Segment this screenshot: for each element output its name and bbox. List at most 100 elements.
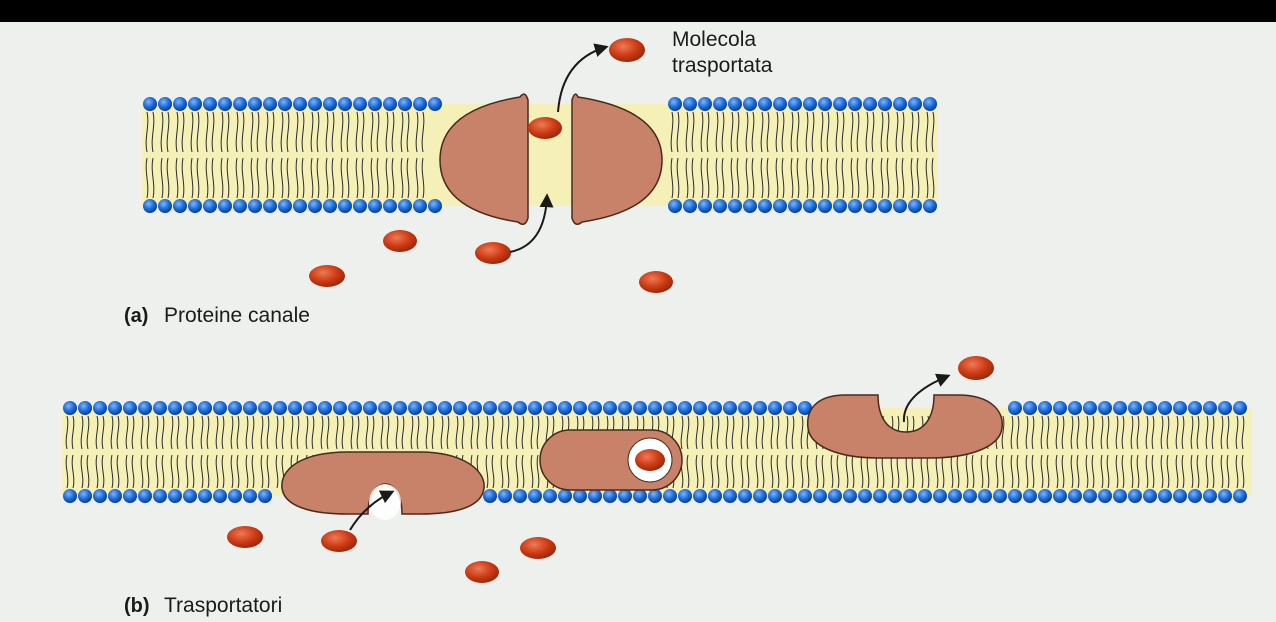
lipid-head	[168, 489, 182, 503]
lipid-head	[743, 199, 757, 213]
lipid-head	[528, 401, 542, 415]
lipid-head	[923, 97, 937, 111]
lipid-head	[993, 489, 1007, 503]
panel-b-tag: (b)	[124, 595, 150, 617]
molecule-cytoplasm-1	[383, 230, 417, 252]
lipid-head	[728, 199, 742, 213]
lipid-head	[353, 199, 367, 213]
lipid-head	[893, 199, 907, 213]
lipid-head	[213, 401, 227, 415]
panel-b-caption: Trasportatori	[164, 594, 282, 617]
lipid-head	[978, 489, 992, 503]
lipid-head	[1038, 489, 1052, 503]
lipid-head	[1083, 489, 1097, 503]
lipid-head	[1098, 489, 1112, 503]
lipid-head	[348, 401, 362, 415]
lipid-head	[428, 97, 442, 111]
lipid-head	[183, 401, 197, 415]
lipid-head	[428, 199, 442, 213]
lipid-head	[698, 97, 712, 111]
lipid-head	[198, 489, 212, 503]
lipid-head	[233, 199, 247, 213]
lipid-head	[258, 489, 272, 503]
lipid-head	[1158, 489, 1172, 503]
lipid-head	[663, 489, 677, 503]
lipid-head	[513, 489, 527, 503]
lipid-head	[143, 199, 157, 213]
lipid-head	[743, 97, 757, 111]
lipid-head	[278, 199, 292, 213]
lipid-head	[183, 489, 197, 503]
lipid-head	[908, 199, 922, 213]
lipid-head	[848, 97, 862, 111]
lipid-head	[173, 97, 187, 111]
lipid-head	[668, 97, 682, 111]
lipid-head	[158, 97, 172, 111]
lipid-head	[908, 97, 922, 111]
lipid-head	[1233, 489, 1247, 503]
molecule-exiting	[609, 38, 645, 62]
lipid-head	[293, 97, 307, 111]
lipid-head	[1203, 489, 1217, 503]
lipid-head	[923, 199, 937, 213]
lipid-head	[818, 199, 832, 213]
lipid-head	[768, 401, 782, 415]
lipid-head	[818, 97, 832, 111]
lipid-head	[453, 401, 467, 415]
lipid-head	[498, 489, 512, 503]
lipid-head	[573, 489, 587, 503]
lipid-head	[153, 401, 167, 415]
lipid-head	[1038, 401, 1052, 415]
lipid-head	[723, 401, 737, 415]
lipid-head	[1203, 401, 1217, 415]
lipid-head	[263, 199, 277, 213]
lipid-head	[1158, 401, 1172, 415]
lipid-head	[173, 199, 187, 213]
lipid-head	[713, 97, 727, 111]
lipid-head	[903, 489, 917, 503]
lipid-head	[398, 199, 412, 213]
molecule-occluded	[635, 449, 665, 471]
lipid-head	[308, 97, 322, 111]
lipid-head	[828, 489, 842, 503]
lipid-head	[438, 401, 452, 415]
lipid-head	[873, 489, 887, 503]
lipid-head	[198, 401, 212, 415]
lipid-head	[498, 401, 512, 415]
lipid-head	[618, 489, 632, 503]
lipid-head	[78, 489, 92, 503]
lipid-head	[413, 199, 427, 213]
lipid-head	[273, 401, 287, 415]
lipid-head	[683, 199, 697, 213]
lipid-head	[803, 97, 817, 111]
lipid-head	[108, 489, 122, 503]
lipid-head	[783, 401, 797, 415]
lipid-head	[603, 489, 617, 503]
lipid-head	[543, 401, 557, 415]
lipid-head	[858, 489, 872, 503]
lipid-head	[1233, 401, 1247, 415]
lipid-head	[558, 401, 572, 415]
lipid-head	[188, 199, 202, 213]
lipid-head	[573, 401, 587, 415]
lipid-head	[1083, 401, 1097, 415]
lipid-head	[918, 489, 932, 503]
lipid-head	[318, 401, 332, 415]
lipid-head	[893, 97, 907, 111]
lipid-head	[758, 199, 772, 213]
lipid-head	[588, 489, 602, 503]
lipid-head	[363, 401, 377, 415]
lipid-head	[78, 401, 92, 415]
lipid-head	[758, 97, 772, 111]
lipid-head	[123, 489, 137, 503]
lipid-head	[1068, 401, 1082, 415]
lipid-head	[753, 401, 767, 415]
lipid-head	[288, 401, 302, 415]
lipid-head	[218, 199, 232, 213]
lipid-head	[833, 199, 847, 213]
molecule-cytoplasm-4	[639, 271, 673, 293]
lipid-head	[1053, 401, 1067, 415]
lipid-head	[618, 401, 632, 415]
lipid-head	[338, 97, 352, 111]
lipid-head	[783, 489, 797, 503]
